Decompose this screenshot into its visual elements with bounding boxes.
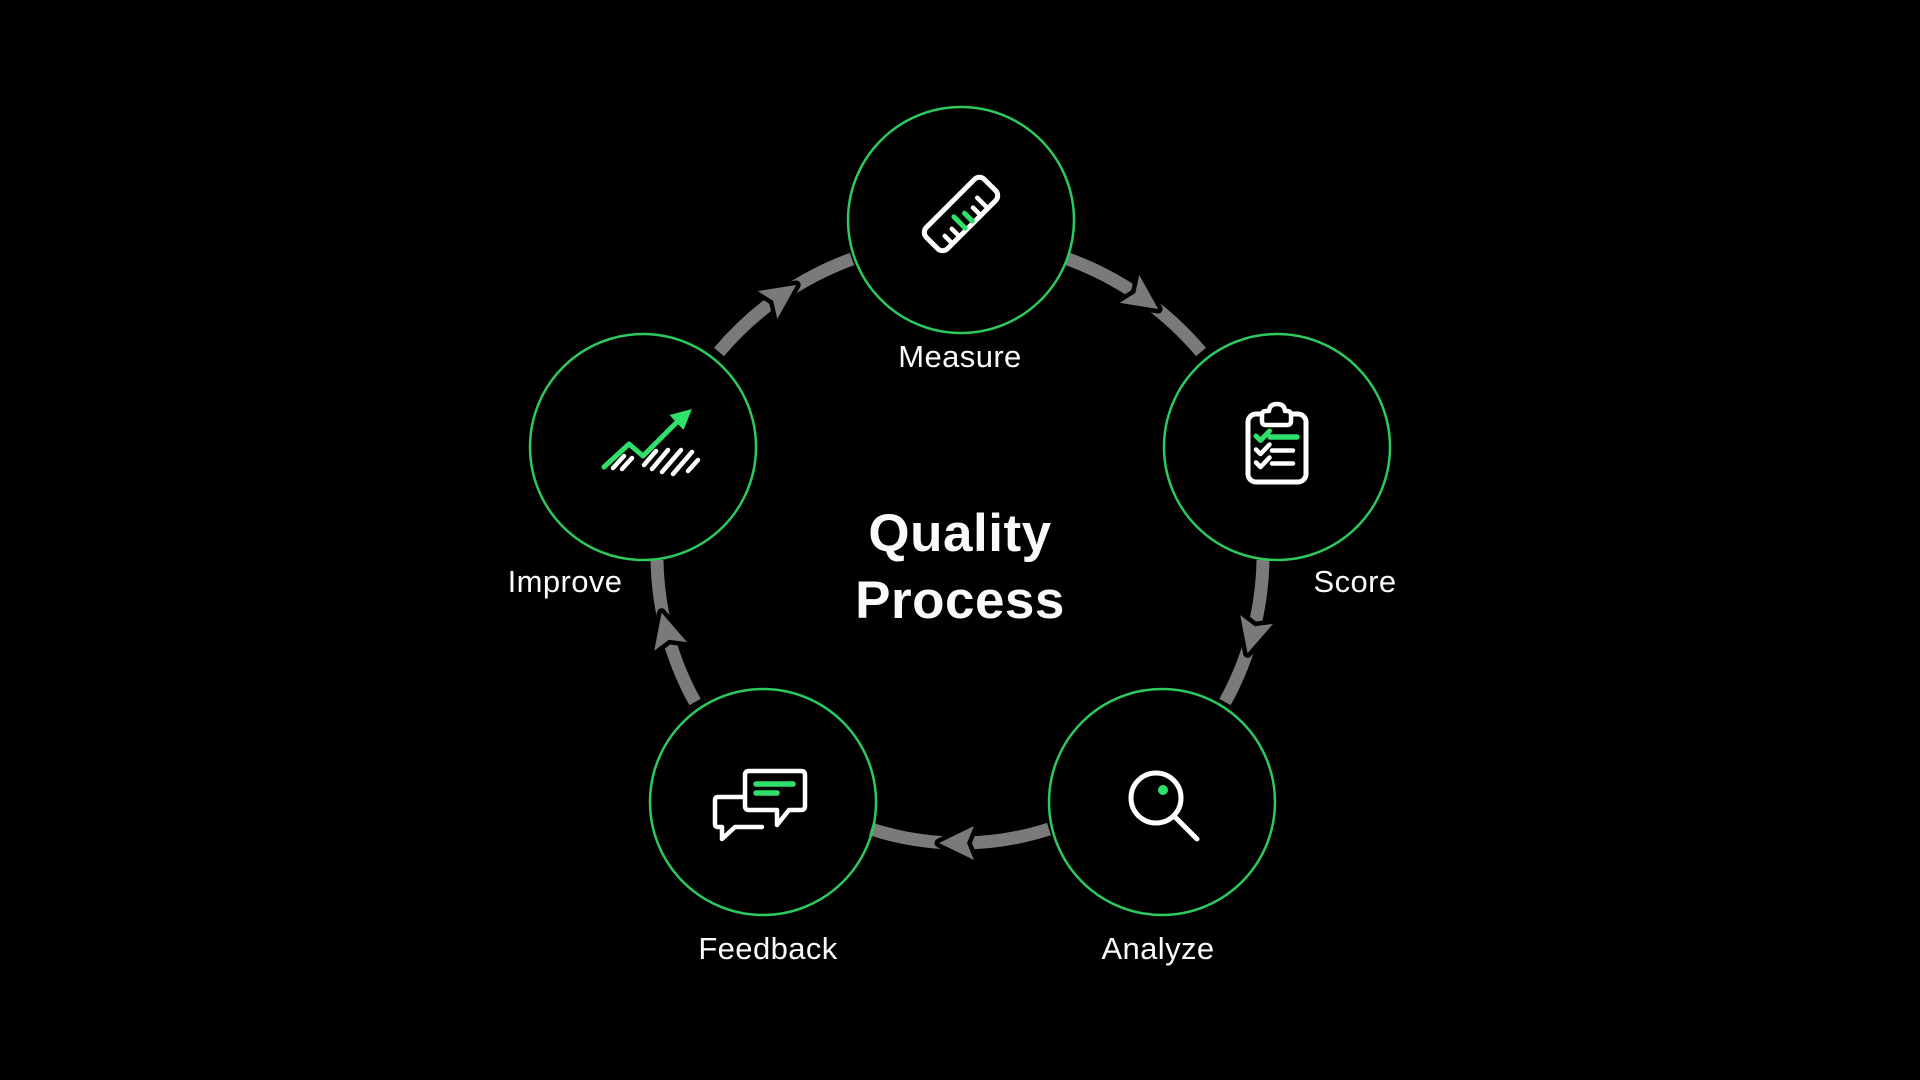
magnifier-icon [1128,770,1200,842]
node-circles [528,105,1392,917]
node-measure-circle [846,105,1076,335]
arrow-score-to-analyze-icon [1219,559,1278,706]
arrow-feedback-to-improve-icon [649,559,701,706]
node-label-analyze: Analyze [1101,931,1215,966]
node-label-measure: Measure [898,339,1022,374]
node-label-improve: Improve [507,564,623,599]
arrow-analyze-to-feedback-icon [868,821,1052,865]
cycle-arrows [649,252,1278,865]
node-feedback-circle [648,687,878,917]
node-analyze-circle [1047,687,1277,917]
diagram-title-line2: Process [855,571,1065,630]
node-label-score: Score [1313,564,1397,599]
arrow-measure-to-score-icon [1065,252,1206,357]
node-label-feedback: Feedback [698,931,838,966]
diagram-title: Quality Process [855,500,1065,634]
clipboard-checklist-icon [1245,401,1309,485]
diagram-title-line1: Quality [868,504,1052,563]
ruler-icon [921,174,1001,254]
node-score-circle [1162,332,1392,562]
chat-bubbles-icon [712,768,808,842]
node-improve-circle [528,332,758,562]
trending-up-icon [601,409,701,477]
arrow-improve-to-measure-icon [714,252,855,357]
